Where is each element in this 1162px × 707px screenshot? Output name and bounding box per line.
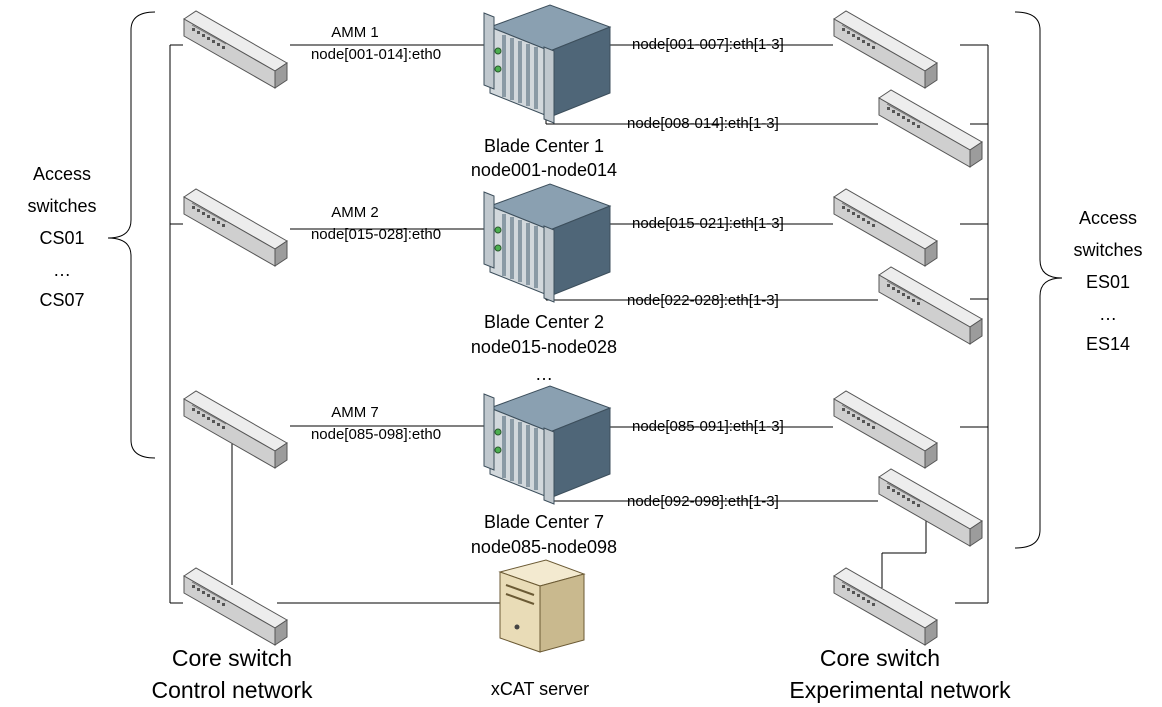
left-switch-group-label: Access switches CS01 … CS07 — [27, 164, 96, 310]
blade-center-name: Blade Center 1 — [484, 136, 604, 156]
network-switch-icon — [878, 468, 983, 547]
ellipsis: … — [535, 364, 553, 384]
blade-center-nodes: node015-node028 — [471, 337, 617, 357]
group-label-line: ES01 — [1086, 272, 1130, 292]
network-switch-icon — [878, 266, 983, 345]
core-control-line2: Control network — [151, 677, 313, 703]
network-switch-icon — [878, 89, 983, 168]
amm-label: AMM 2 — [331, 204, 379, 221]
amm-link-label: node[015-028]:eth0 — [311, 226, 441, 243]
upper-link-label: node[001-007]:eth[1-3] — [632, 36, 784, 53]
network-switch-icon — [833, 567, 938, 646]
blade-center-icon — [482, 182, 612, 304]
network-switch-icon — [183, 10, 288, 89]
group-label-line: Access — [33, 164, 91, 184]
left-brace — [107, 11, 156, 459]
core-experimental-line1: Core switch — [820, 645, 940, 671]
amm-label: AMM 1 — [331, 24, 379, 41]
lower-link-label: node[092-098]:eth[1-3] — [627, 493, 779, 510]
group-label-line: ES14 — [1086, 334, 1130, 354]
core-experimental-line2: Experimental network — [789, 677, 1011, 703]
group-label-line: switches — [27, 196, 96, 216]
right-brace — [1014, 11, 1063, 549]
blade-center-icon — [482, 384, 612, 506]
blade-center-nodes: node001-node014 — [471, 160, 617, 180]
blade-center-nodes: node085-node098 — [471, 537, 617, 557]
network-switch-icon — [183, 567, 288, 646]
upper-link-label: node[085-091]:eth[1-3] — [632, 418, 784, 435]
group-label-line: Access — [1079, 208, 1137, 228]
lower-link-label: node[008-014]:eth[1-3] — [627, 115, 779, 132]
network-switch-icon — [833, 188, 938, 267]
lower-link-label: node[022-028]:eth[1-3] — [627, 292, 779, 309]
network-switch-icon — [833, 10, 938, 89]
upper-link-label: node[015-021]:eth[1-3] — [632, 215, 784, 232]
network-switch-icon — [183, 390, 288, 469]
group-label-line: … — [1099, 304, 1117, 324]
group-label-line: switches — [1073, 240, 1142, 260]
amm-label: AMM 7 — [331, 404, 379, 421]
amm-link-label: node[001-014]:eth0 — [311, 46, 441, 63]
control-network-links — [169, 44, 500, 604]
network-switch-icon — [183, 188, 288, 267]
right-switch-group-label: Access switches ES01 … ES14 — [1073, 208, 1142, 354]
blade-center-name: Blade Center 7 — [484, 512, 604, 532]
network-switch-icon — [833, 390, 938, 469]
group-label-line: CS07 — [39, 290, 84, 310]
blade-center-name: Blade Center 2 — [484, 312, 604, 332]
tower-server-icon — [498, 559, 586, 653]
blade-center-icon — [482, 3, 612, 125]
xcat-server-label: xCAT server — [491, 679, 589, 699]
experimental-network-links — [545, 44, 989, 604]
amm-link-label: node[085-098]:eth0 — [311, 426, 441, 443]
core-control-line1: Core switch — [172, 645, 292, 671]
group-label-line: CS01 — [39, 228, 84, 248]
group-label-line: … — [53, 260, 71, 280]
